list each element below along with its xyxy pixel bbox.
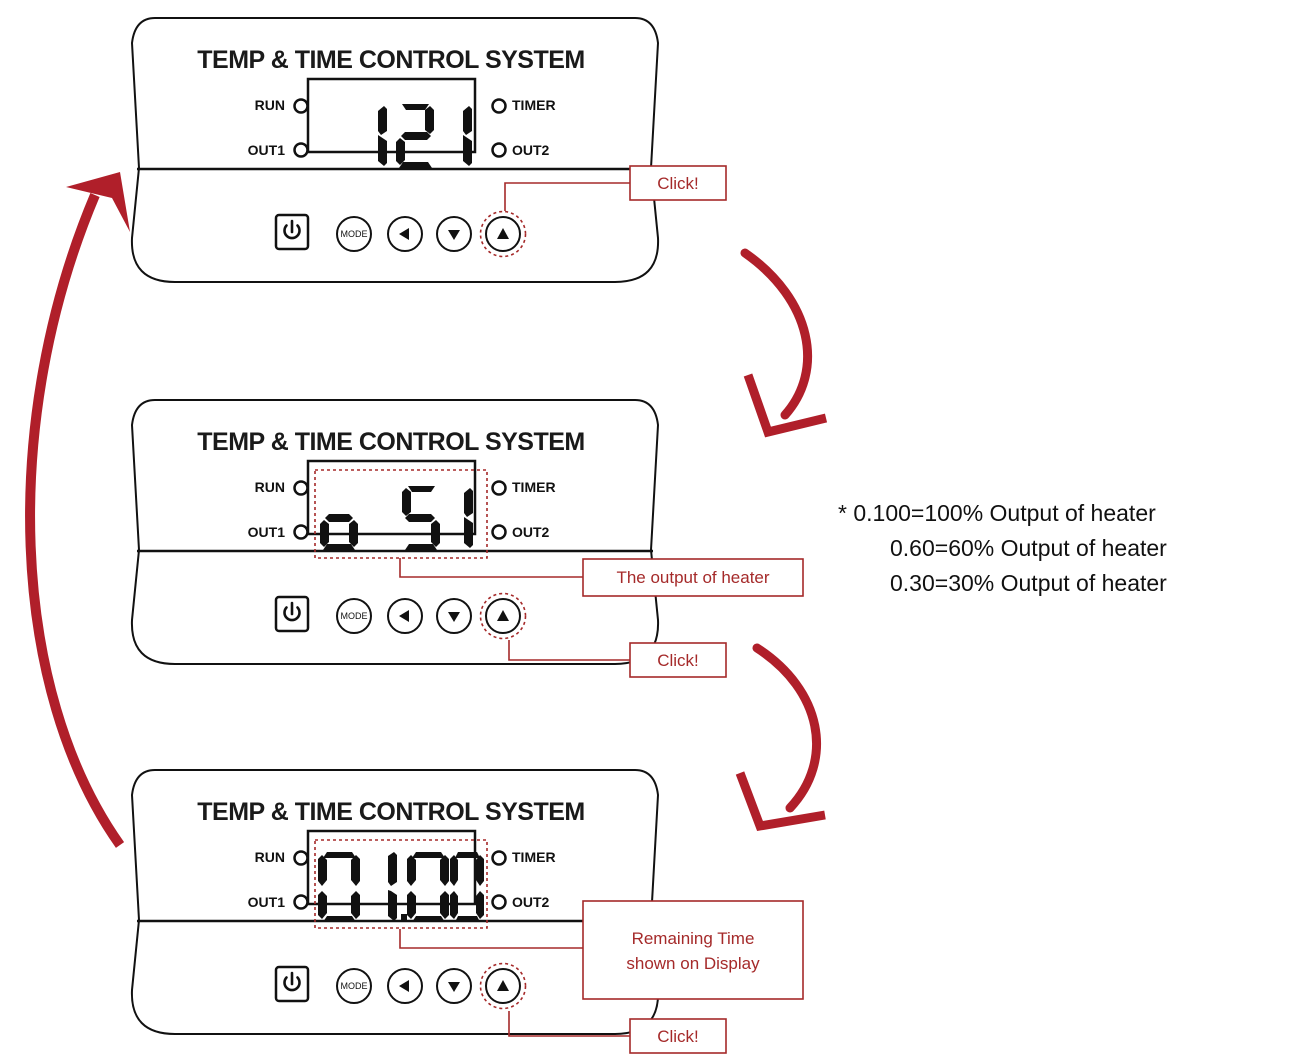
digit-0: [318, 852, 360, 922]
run-label: RUN: [255, 97, 285, 113]
highlight-ring: [479, 962, 527, 1010]
digit-1: [388, 852, 397, 921]
svg-text:Click!: Click!: [657, 651, 699, 670]
up-arrow-icon: [497, 980, 509, 991]
power-button[interactable]: [274, 595, 310, 633]
svg-text:Click!: Click!: [657, 174, 699, 193]
out1-label: OUT1: [248, 894, 286, 910]
down-button[interactable]: [436, 968, 472, 1004]
callout-click-1: Click!: [504, 165, 727, 211]
power-icon: [283, 971, 301, 992]
out2-led: [491, 524, 507, 540]
power-button[interactable]: [274, 213, 310, 251]
callout-output-of-heater: The output of heater: [399, 558, 804, 597]
timer-led: [491, 98, 507, 114]
up-button[interactable]: [479, 592, 527, 640]
flow-arrow-2-to-3: [735, 643, 826, 832]
note-line-1: * 0.100=100% Output of heater: [838, 500, 1156, 526]
mode-button-label: MODE: [341, 981, 368, 991]
up-arrow-icon: [497, 610, 509, 621]
callout-click-2: Click!: [508, 640, 727, 678]
left-arrow-icon: [399, 980, 409, 992]
up-arrow-icon: [497, 228, 509, 239]
left-button[interactable]: [387, 216, 423, 252]
display-highlight: [314, 469, 488, 559]
run-led: [293, 850, 309, 866]
svg-text:Remaining Time: Remaining Time: [632, 929, 755, 948]
callout-click-3: Click!: [508, 1011, 727, 1054]
out2-led: [491, 142, 507, 158]
mode-button-label: MODE: [341, 611, 368, 621]
mode-button[interactable]: MODE: [336, 598, 372, 634]
run-label: RUN: [255, 479, 285, 495]
out2-label: OUT2: [512, 142, 550, 158]
controller-panel-1: TEMP & TIME CONTROL SYSTEM RUN OUT1 TIME…: [130, 16, 660, 284]
svg-text:The output of heater: The output of heater: [616, 568, 769, 587]
down-arrow-icon: [448, 982, 460, 992]
panel-title: TEMP & TIME CONTROL SYSTEM: [197, 46, 585, 74]
mode-button-label: MODE: [341, 229, 368, 239]
power-icon: [283, 601, 301, 622]
out1-led: [293, 524, 309, 540]
timer-led: [491, 480, 507, 496]
up-button[interactable]: [479, 962, 527, 1010]
timer-label: TIMER: [512, 97, 556, 113]
mode-button[interactable]: MODE: [336, 216, 372, 252]
left-arrow-icon: [399, 610, 409, 622]
mode-button[interactable]: MODE: [336, 968, 372, 1004]
digit-2: [396, 104, 434, 168]
seven-segment-display: [318, 852, 484, 922]
svg-text:Click!: Click!: [657, 1027, 699, 1046]
out2-led: [491, 894, 507, 910]
down-arrow-icon: [448, 612, 460, 622]
flow-arrow-3-to-1: [25, 172, 130, 848]
callout-remaining-time: Remaining Time shown on Display: [399, 900, 804, 1000]
highlight-ring: [479, 210, 527, 258]
seven-segment-display: [378, 104, 472, 168]
timer-label: TIMER: [512, 479, 556, 495]
left-arrow-icon: [399, 228, 409, 240]
out1-label: OUT1: [248, 142, 286, 158]
flow-arrow-1-to-2: [740, 248, 828, 438]
svg-text:shown on Display: shown on Display: [626, 954, 760, 973]
digit-o: [320, 514, 358, 550]
power-icon: [283, 219, 301, 240]
digit-0b: [407, 852, 449, 922]
digit-1: [378, 106, 387, 166]
run-led: [293, 98, 309, 114]
digit-0c: [450, 852, 484, 922]
controller-panel-2: TEMP & TIME CONTROL SYSTEM RUN OUT1 TIME…: [130, 398, 660, 666]
digit-1: [464, 488, 473, 548]
power-button[interactable]: [274, 965, 310, 1003]
down-button[interactable]: [436, 216, 472, 252]
decimal-point: [401, 914, 407, 921]
out1-led: [293, 894, 309, 910]
out2-label: OUT2: [512, 894, 550, 910]
panel-title: TEMP & TIME CONTROL SYSTEM: [197, 798, 585, 826]
down-arrow-icon: [448, 230, 460, 240]
left-button[interactable]: [387, 968, 423, 1004]
run-label: RUN: [255, 849, 285, 865]
up-button[interactable]: [479, 210, 527, 258]
seven-segment-display: [320, 486, 473, 550]
timer-label: TIMER: [512, 849, 556, 865]
note-line-3: 0.30=30% Output of heater: [890, 570, 1167, 596]
run-led: [293, 480, 309, 496]
left-button[interactable]: [387, 598, 423, 634]
out1-label: OUT1: [248, 524, 286, 540]
panel-title: TEMP & TIME CONTROL SYSTEM: [197, 428, 585, 456]
controller-panel-3: TEMP & TIME CONTROL SYSTEM RUN OUT1 TIME…: [130, 768, 660, 1036]
down-button[interactable]: [436, 598, 472, 634]
digit-3: [463, 106, 472, 166]
digit-5: [402, 486, 440, 550]
highlight-ring: [479, 592, 527, 640]
timer-led: [491, 850, 507, 866]
output-note: * 0.100=100% Output of heater 0.60=60% O…: [838, 500, 1167, 596]
note-line-2: 0.60=60% Output of heater: [890, 535, 1167, 561]
display-highlight: [314, 839, 488, 929]
out1-led: [293, 142, 309, 158]
out2-label: OUT2: [512, 524, 550, 540]
